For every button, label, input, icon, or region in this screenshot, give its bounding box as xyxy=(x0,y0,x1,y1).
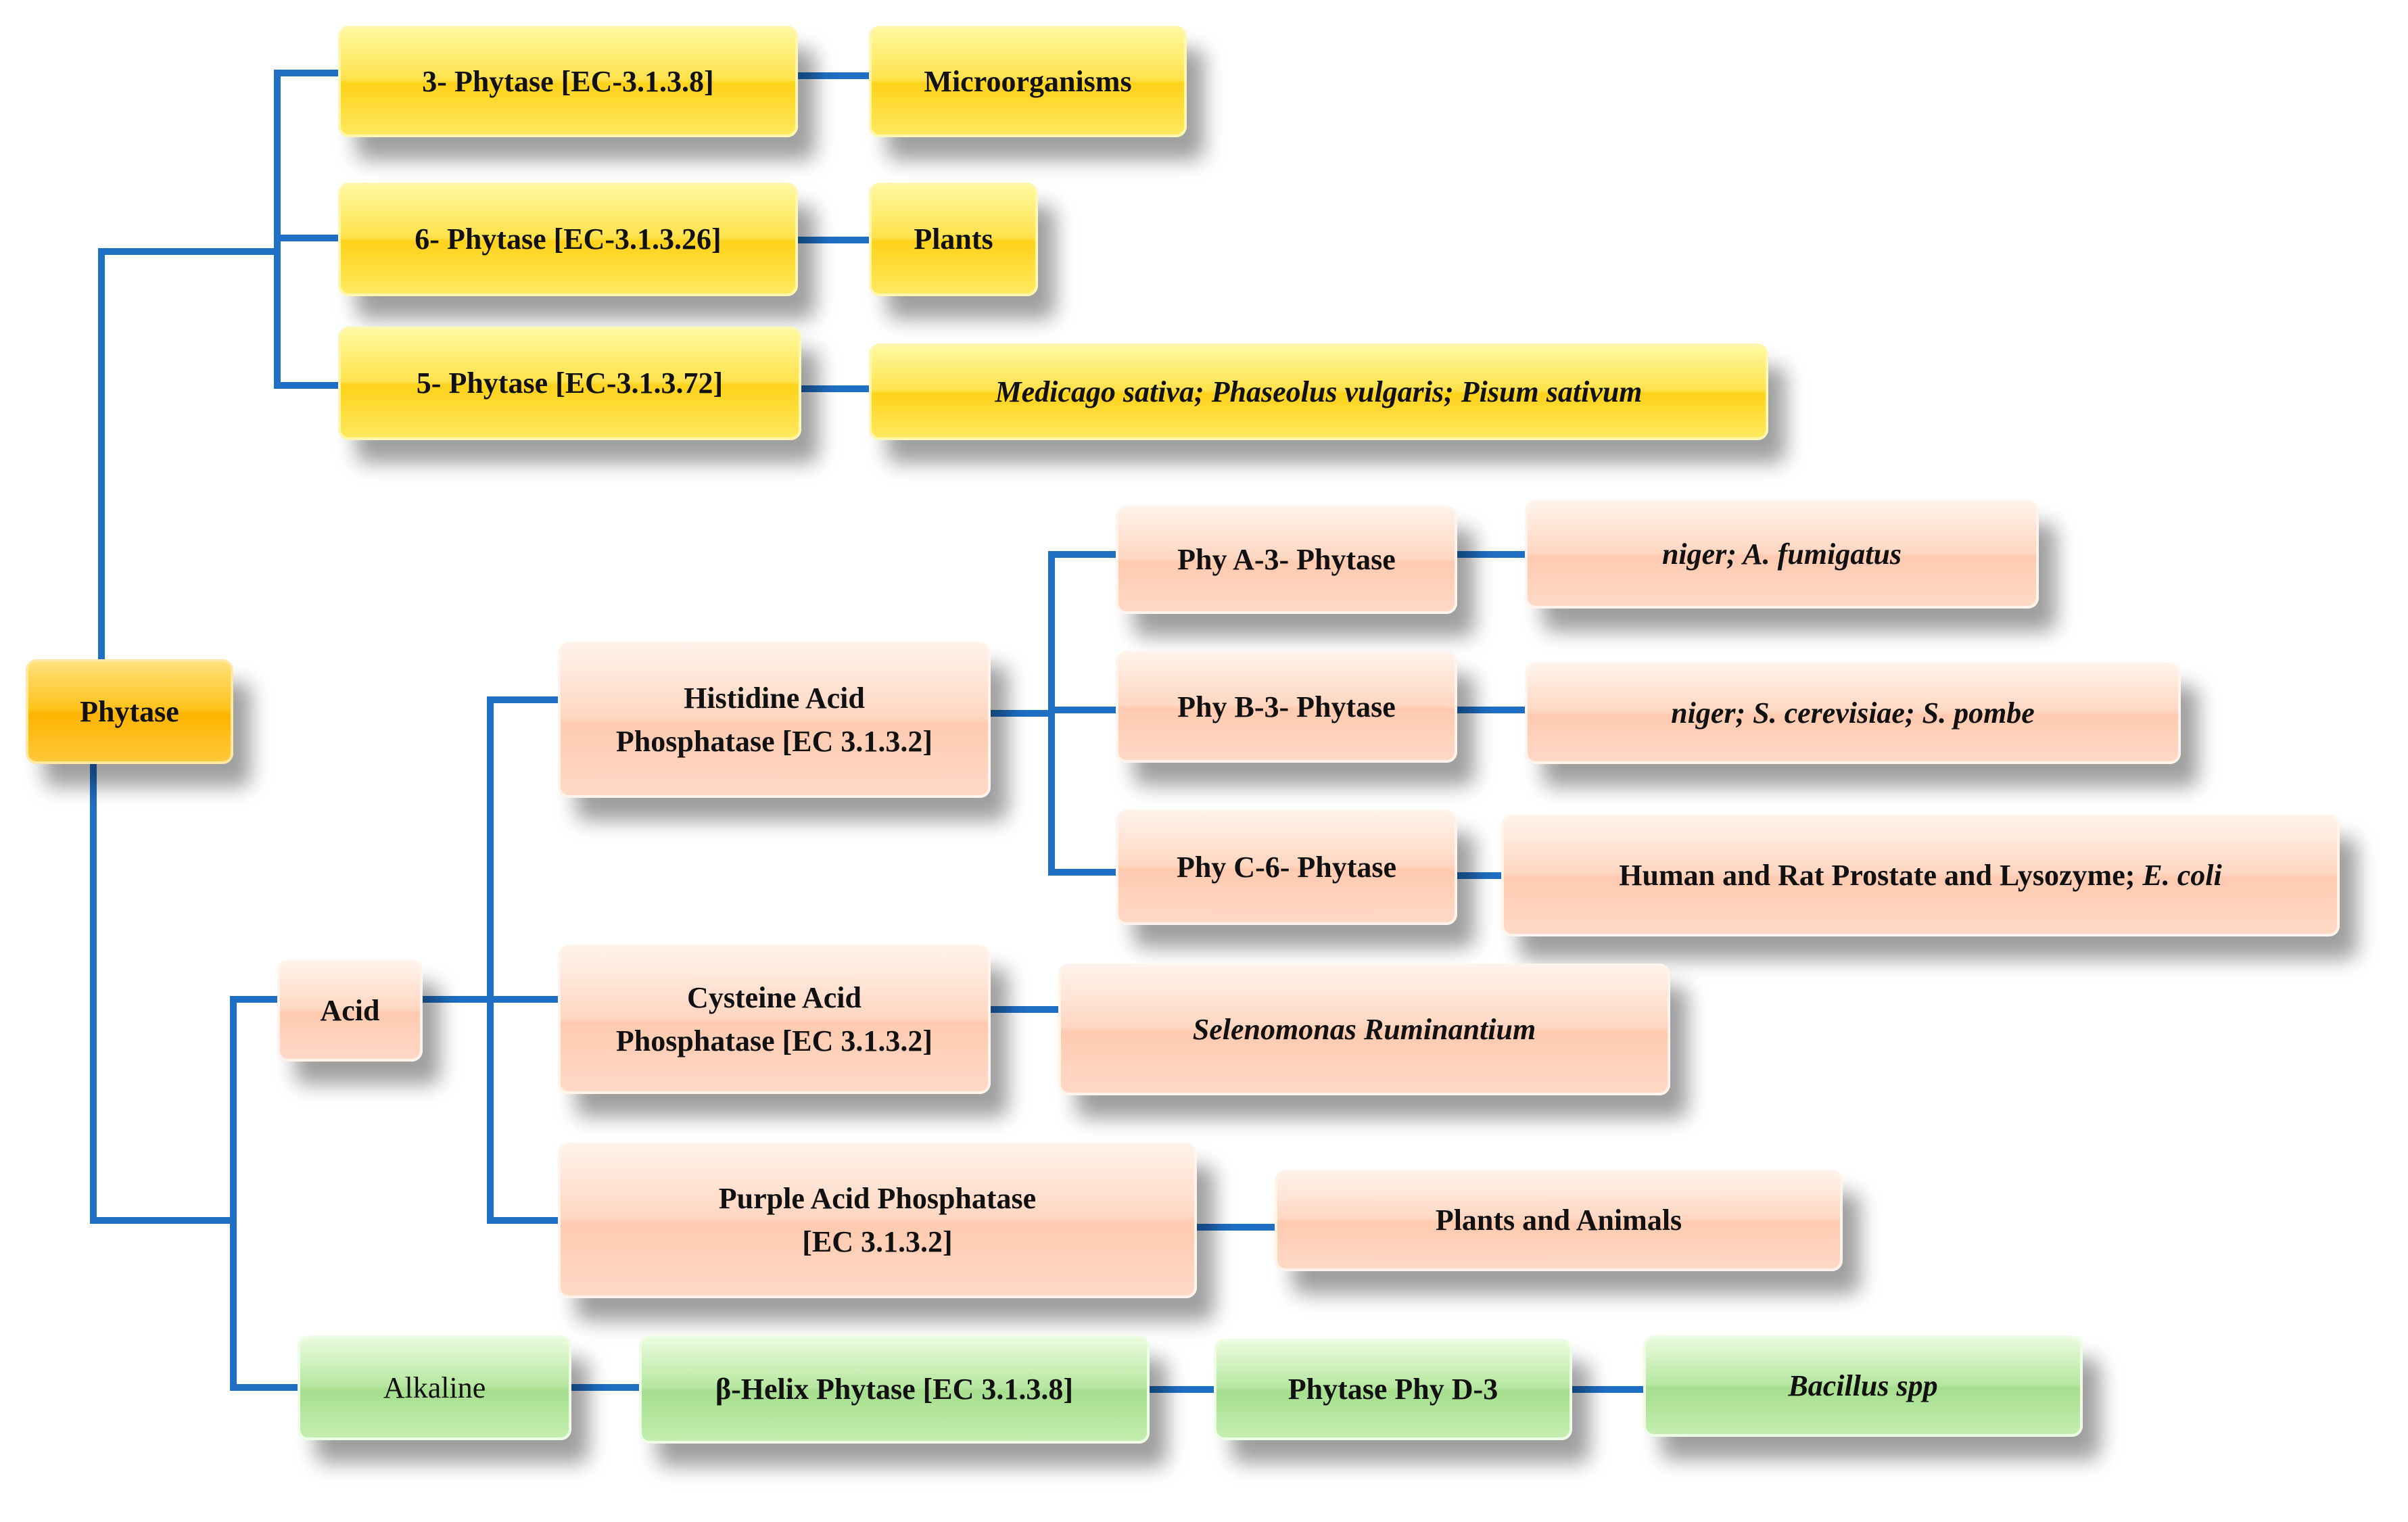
node-bacillus: Bacillus spp xyxy=(1643,1335,2083,1437)
node-histidine-line2: Phosphatase [EC 3.1.3.2] xyxy=(615,725,933,758)
node-phy-c: Phy C-6- Phytase xyxy=(1116,810,1457,925)
node-cysteine-line1: Cysteine Acid xyxy=(687,981,861,1015)
node-5-phytase-label: 5- Phytase [EC-3.1.3.72] xyxy=(416,366,724,400)
node-histidine-acid-phosphatase: Histidine Acid Phosphatase [EC 3.1.3.2] xyxy=(558,642,991,798)
node-phy-c-source-label: Human and Rat Prostate and Lysozyme; E. … xyxy=(1619,854,2221,897)
node-cysteine-acid-phosphatase: Cysteine Acid Phosphatase [EC 3.1.3.2] xyxy=(558,945,991,1094)
node-phytase-phy-d: Phytase Phy D-3 xyxy=(1214,1339,1572,1440)
node-phy-b-source-label: niger; S. cerevisiae; S. pombe xyxy=(1671,696,2035,730)
node-3-phytase-label: 3- Phytase [EC-3.1.3.8] xyxy=(422,64,714,98)
node-beta-helix-phytase-label: β-Helix Phytase [EC 3.1.3.8] xyxy=(715,1373,1074,1406)
node-bacillus-label: Bacillus spp xyxy=(1788,1369,1938,1403)
node-histidine-line1: Histidine Acid xyxy=(684,682,865,715)
node-3-phytase: 3- Phytase [EC-3.1.3.8] xyxy=(338,26,798,137)
node-phy-b-source: niger; S. cerevisiae; S. pombe xyxy=(1525,663,2181,764)
node-microorganisms-label: Microorganisms xyxy=(924,64,1132,98)
connector-root-top xyxy=(98,248,281,663)
node-plants-and-animals: Plants and Animals xyxy=(1275,1170,1843,1271)
node-beta-helix-phytase: β-Helix Phytase [EC 3.1.3.8] xyxy=(639,1335,1150,1444)
node-legume-sources-label: Medicago sativa; Phaseolus vulgaris; Pis… xyxy=(995,375,1643,408)
node-legume-sources: Medicago sativa; Phaseolus vulgaris; Pis… xyxy=(869,343,1768,440)
node-phytase-phy-d-label: Phytase Phy D-3 xyxy=(1288,1373,1498,1406)
node-acid: Acid xyxy=(277,960,423,1062)
node-alkaline-label: Alkaline xyxy=(383,1371,486,1404)
node-phy-a-label: Phy A-3- Phytase xyxy=(1177,543,1396,577)
node-alkaline: Alkaline xyxy=(298,1335,571,1440)
node-plants-and-animals-label: Plants and Animals xyxy=(1435,1204,1682,1237)
node-phy-c-source: Human and Rat Prostate and Lysozyme; E. … xyxy=(1501,815,2340,936)
node-phy-b: Phy B-3- Phytase xyxy=(1116,651,1457,763)
node-6-phytase-label: 6- Phytase [EC-3.1.3.26] xyxy=(415,222,722,256)
node-phy-a: Phy A-3- Phytase xyxy=(1116,506,1457,614)
node-microorganisms: Microorganisms xyxy=(869,26,1187,137)
node-phytase-root-label: Phytase xyxy=(80,694,179,728)
node-plants: Plants xyxy=(869,183,1038,296)
node-plants-label: Plants xyxy=(914,222,993,256)
node-6-phytase: 6- Phytase [EC-3.1.3.26] xyxy=(338,183,798,296)
node-cysteine-line2: Phosphatase [EC 3.1.3.2] xyxy=(615,1024,933,1057)
node-phy-a-source: niger; A. fumigatus xyxy=(1525,500,2039,609)
node-purple-acid-phosphatase: Purple Acid Phosphatase [EC 3.1.3.2] xyxy=(558,1143,1197,1298)
node-phy-c-source-italic: E. coli xyxy=(2142,859,2222,893)
node-purple-line1: Purple Acid Phosphatase xyxy=(718,1182,1037,1216)
node-phy-c-label: Phy C-6- Phytase xyxy=(1176,851,1397,884)
node-5-phytase: 5- Phytase [EC-3.1.3.72] xyxy=(338,327,801,440)
node-phy-a-source-label: niger; A. fumigatus xyxy=(1661,538,1902,571)
node-purple-line2: [EC 3.1.3.2] xyxy=(802,1225,953,1258)
node-phytase-root: Phytase xyxy=(26,659,233,764)
node-selenomonas: Selenomonas Ruminantium xyxy=(1058,964,1670,1095)
node-phy-c-source-plain: Human and Rat Prostate and Lysozyme; xyxy=(1619,859,2143,893)
node-acid-label: Acid xyxy=(320,994,380,1028)
node-phy-b-label: Phy B-3- Phytase xyxy=(1177,690,1396,723)
connector-root-bottom xyxy=(90,761,237,1224)
node-selenomonas-label: Selenomonas Ruminantium xyxy=(1192,1012,1536,1046)
